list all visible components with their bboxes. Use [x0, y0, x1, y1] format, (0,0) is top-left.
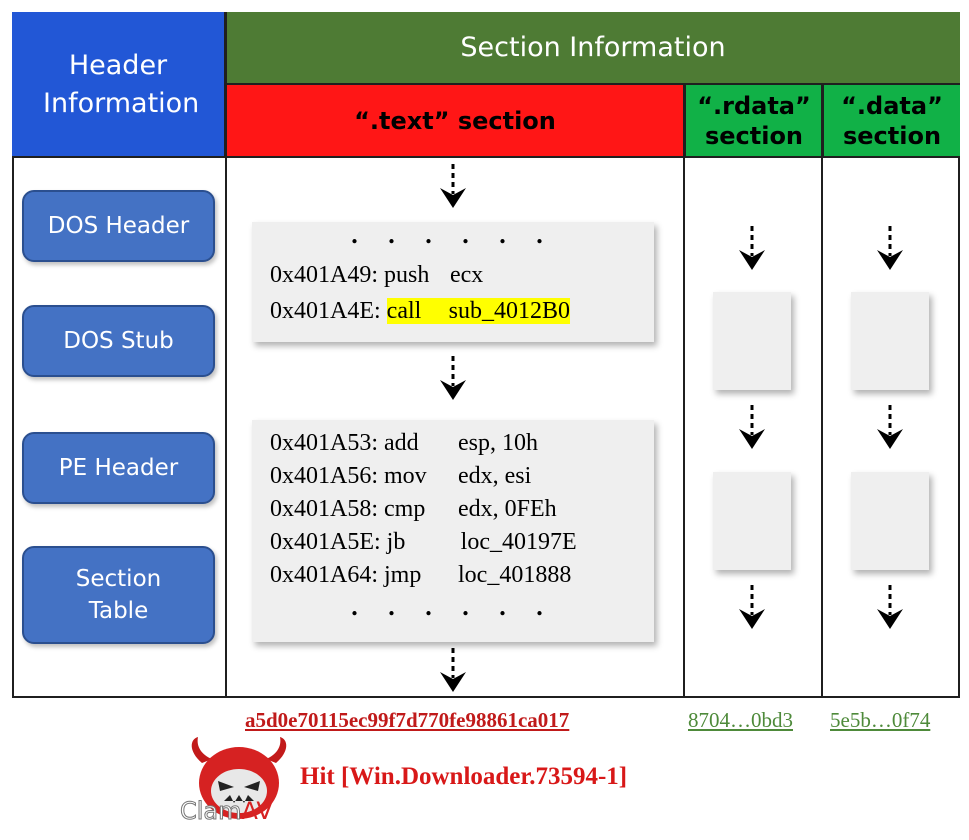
arrow-down-icon	[875, 224, 905, 272]
dos-header-label: DOS Header	[47, 213, 190, 239]
rdata-section-label-line1: “.rdata”	[697, 92, 811, 120]
text-section-header: “.text” section	[226, 85, 684, 157]
section-information-label: Section Information	[460, 32, 726, 63]
code-arg: edx, esi	[458, 463, 532, 489]
code-arg: loc_401888	[458, 562, 572, 588]
rdata-block-1	[713, 292, 791, 390]
clamav-logo-text-clam: Clam	[180, 797, 243, 826]
clamav-logo-icon	[191, 737, 287, 819]
arrow-down-icon	[875, 403, 905, 451]
code-addr: 0x401A5E:	[270, 529, 381, 555]
arrow-down-icon	[737, 224, 767, 272]
code-op: jmp	[384, 562, 422, 588]
detection-result: Hit [Win.Downloader.73594-1]	[300, 763, 628, 790]
code-block-call: . . . . . . 0x401A49: push ecx 0x401A4E:…	[252, 220, 654, 342]
arrow-down-icon	[438, 646, 468, 694]
arrow-down-icon	[438, 162, 468, 210]
code-arg: loc_40197E	[460, 529, 577, 555]
data-column-divider	[821, 85, 823, 698]
code-addr: 0x401A4E:	[270, 298, 381, 324]
code-addr: 0x401A64:	[270, 562, 378, 588]
code-op: call	[386, 298, 422, 324]
code-ellipsis-top: . . . . . .	[351, 220, 555, 249]
section-table-box[interactable]: Section Table	[22, 546, 215, 644]
code-line-cmp: 0x401A58: cmp edx, 0FEh	[270, 492, 557, 526]
code-addr: 0x401A53:	[270, 430, 378, 456]
data-section-hash[interactable]: 5e5b…0f74	[830, 708, 931, 732]
code-ellipsis-bottom: . . . . . .	[351, 592, 555, 621]
pe-header-box[interactable]: PE Header	[22, 432, 215, 504]
pe-header-label: PE Header	[58, 455, 179, 481]
code-op: mov	[384, 463, 427, 489]
code-op: add	[384, 430, 419, 456]
code-line-push: 0x401A49: push ecx	[270, 258, 483, 292]
text-section-label: “.text” section	[354, 107, 556, 135]
rdata-section-header: “.rdata” section	[684, 85, 822, 157]
code-op: cmp	[384, 496, 426, 522]
clamav-logo-text: ClamAV	[180, 796, 273, 826]
arrow-down-icon	[737, 583, 767, 631]
clamav-logo-text-av: AV	[241, 797, 273, 825]
code-addr: 0x401A58:	[270, 496, 378, 522]
rdata-section-hash[interactable]: 8704…0bd3	[688, 708, 793, 732]
code-line-call: 0x401A4E: call sub_4012B0	[270, 294, 571, 328]
section-information-title: Section Information	[226, 12, 960, 85]
text-section-hash[interactable]: a5d0e70115ec99f7d770fe98861ca017	[245, 708, 570, 732]
code-addr: 0x401A49:	[270, 262, 378, 288]
code-arg: ecx	[450, 262, 484, 288]
code-block-sequence: 0x401A53: add esp, 10h 0x401A56: mov edx…	[252, 420, 654, 642]
data-block-1	[851, 292, 929, 390]
code-line-mov: 0x401A56: mov edx, esi	[270, 459, 531, 493]
arrow-down-icon	[875, 583, 905, 631]
arrow-down-icon	[737, 403, 767, 451]
rdata-section-label-line2: section	[704, 122, 804, 150]
data-section-label-line2: section	[842, 122, 942, 150]
rdata-block-2	[713, 472, 791, 570]
dos-stub-label: DOS Stub	[63, 328, 174, 354]
rdata-column-divider	[683, 85, 685, 698]
code-op: push	[384, 262, 430, 288]
data-section-header: “.data” section	[822, 85, 960, 157]
highlighted-call: call sub_4012B0	[386, 298, 571, 324]
code-line-jb: 0x401A5E: jb loc_40197E	[270, 525, 577, 559]
header-column-divider	[225, 12, 227, 698]
code-arg: esp, 10h	[458, 430, 538, 456]
arrow-down-icon	[438, 354, 468, 402]
dos-header-box[interactable]: DOS Header	[22, 190, 215, 262]
code-arg: sub_4012B0	[448, 298, 571, 324]
code-line-add: 0x401A53: add esp, 10h	[270, 426, 538, 460]
section-table-label-line2: Table	[88, 598, 149, 624]
dos-stub-box[interactable]: DOS Stub	[22, 305, 215, 377]
header-information-title: Header Information	[12, 12, 226, 157]
code-addr: 0x401A56:	[270, 463, 378, 489]
data-section-label-line1: “.data”	[841, 92, 943, 120]
header-information-label: Header Information	[43, 49, 200, 119]
code-op: jb	[386, 529, 406, 555]
code-arg: edx, 0FEh	[458, 496, 557, 522]
data-block-2	[851, 472, 929, 570]
header-divider-line	[12, 156, 960, 158]
code-line-jmp: 0x401A64: jmp loc_401888	[270, 558, 571, 592]
section-table-label-line1: Section	[75, 566, 162, 592]
